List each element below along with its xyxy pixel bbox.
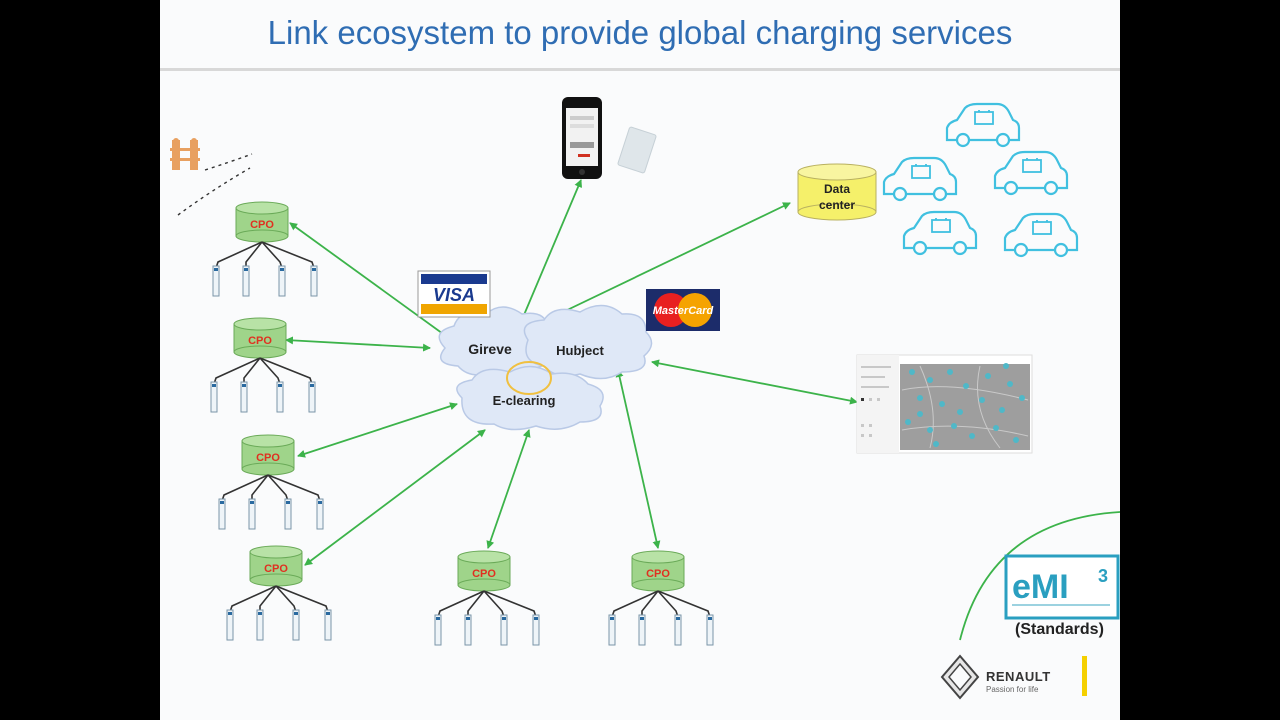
emi3-logo: eMI 3: [1004, 554, 1120, 620]
arrow-map-app: [651, 359, 858, 405]
cpo-label: CPO: [256, 452, 280, 464]
arrow-cpo-5: [486, 429, 531, 549]
decorative-curve: [959, 511, 1120, 641]
charging-map-app: [856, 354, 1033, 454]
title-divider: [160, 68, 1120, 71]
electric-car-icon: [945, 102, 1021, 148]
emi3-logo-text: eMI: [1012, 568, 1069, 606]
visa-text: VISA: [433, 285, 475, 305]
eclearing-cloud: [456, 365, 604, 431]
cpo-node-4: CPO: [226, 545, 332, 641]
gireve-label: Gireve: [468, 341, 512, 357]
arrow-data-center: [537, 202, 791, 325]
cpo-node-6: CPO: [608, 550, 714, 646]
power-pylon-icon: [170, 138, 200, 170]
cpo-label: CPO: [646, 568, 670, 580]
cpo-label: CPO: [264, 563, 288, 575]
slide: Link ecosystem to provide global chargin…: [160, 0, 1120, 720]
cpo-label: CPO: [472, 568, 496, 580]
data-center: Data center: [797, 163, 877, 221]
arrow-cpo-6: [615, 369, 661, 549]
visa-logo: VISA: [417, 270, 491, 318]
electric-car-icon: [993, 150, 1069, 196]
arrow-cpo-3: [297, 402, 458, 458]
renault-logo-icon: [940, 654, 980, 700]
electric-car-icon: [902, 210, 978, 256]
power-line-icon: [177, 153, 253, 216]
hubject-label: Hubject: [556, 343, 604, 358]
standards-caption: (Standards): [1015, 621, 1104, 638]
renault-tagline: Passion for life: [986, 685, 1039, 694]
data-center-label-line2: center: [819, 198, 855, 212]
hubject-cloud: [523, 304, 653, 380]
cpo-node-1: CPO: [212, 201, 318, 297]
eclearing-label: E-clearing: [493, 393, 556, 408]
arrow-cpo-1: [289, 222, 458, 345]
cloud-overlap-highlight: [506, 361, 552, 395]
emi3-logo-superscript: 3: [1098, 566, 1108, 586]
cpo-node-3: CPO: [218, 434, 324, 530]
ecosystem-diagram: Gireve Hubject E-clearing CPO CPO CPO CP…: [170, 97, 1120, 700]
mastercard-text: MasterCard: [653, 305, 714, 317]
slide-title: Link ecosystem to provide global chargin…: [267, 14, 1013, 51]
arrow-smartphone: [520, 179, 582, 323]
rfid-card-icon: [617, 126, 657, 174]
connection-arrows: [285, 179, 858, 566]
cpo-node-5: CPO: [434, 550, 540, 646]
cpo-label: CPO: [248, 335, 272, 347]
renault-brand-name: RENAULT: [986, 669, 1051, 684]
arrow-cpo-2: [285, 336, 431, 352]
electric-car-icon: [882, 156, 958, 202]
cpo-node-2: CPO: [210, 317, 316, 413]
cpo-label: CPO: [250, 219, 274, 231]
smartphone-icon: [562, 97, 602, 179]
mastercard-logo: MasterCard: [646, 289, 720, 331]
renault-accent-bar: [1082, 656, 1087, 696]
electric-car-icon: [1003, 212, 1079, 258]
data-center-label-line1: Data: [824, 182, 850, 196]
arrow-cpo-4: [304, 429, 486, 566]
